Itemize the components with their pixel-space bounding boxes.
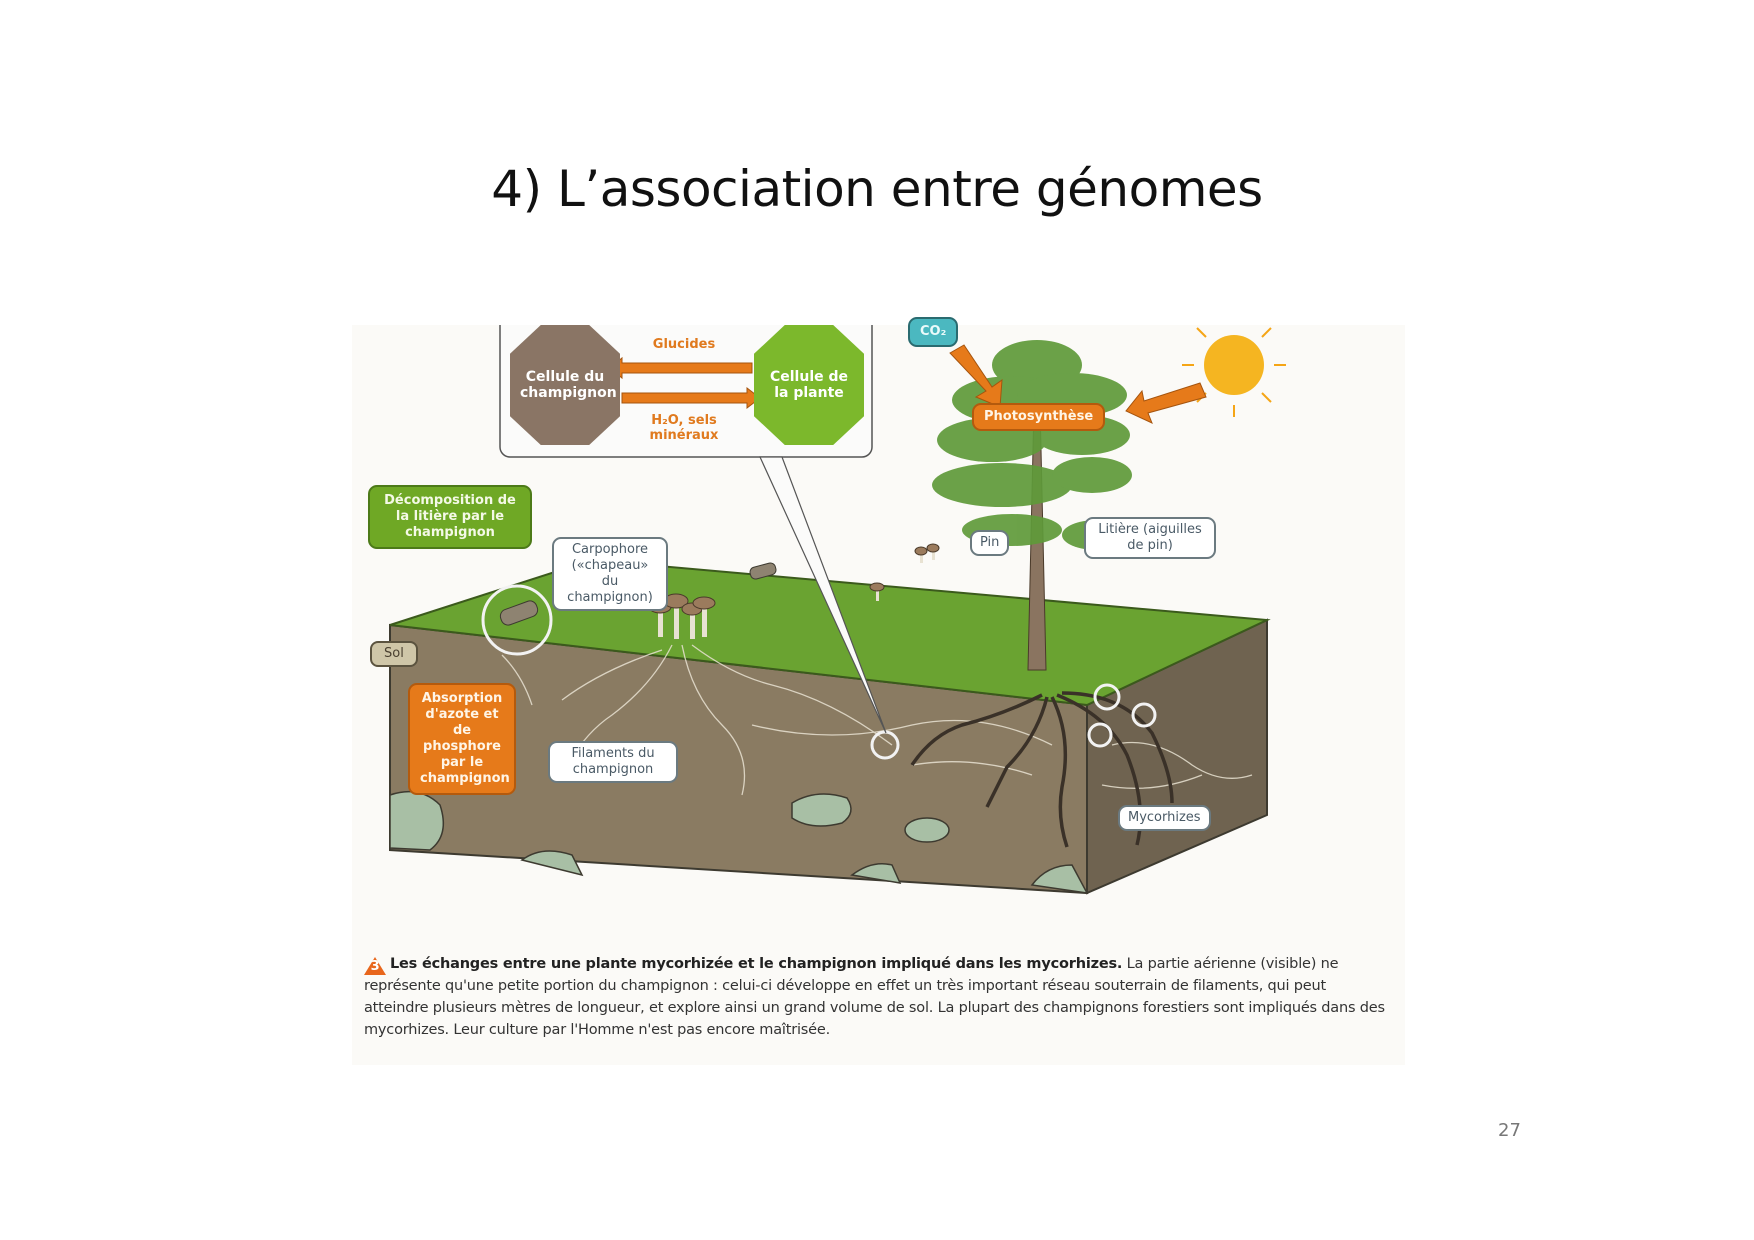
arrow-water <box>621 386 761 410</box>
photosynthesis-label: Photosynthèse <box>972 403 1106 431</box>
carpophore-label: Carpophore («chapeau» du champignon) <box>552 537 668 611</box>
arrow-co2 <box>949 344 1003 408</box>
water-minerals-line1: H₂O, sels <box>651 413 717 428</box>
stone <box>791 793 852 827</box>
water-minerals-line2: minéraux <box>649 428 719 443</box>
fungus-cell-label: Cellule du champignon <box>520 369 617 401</box>
stone <box>389 790 445 851</box>
litiere-label: Litière (aiguilles de pin) <box>1084 517 1216 559</box>
decomposition-label: Décomposition de la litière par le champ… <box>368 485 532 549</box>
plant-cell: Cellule de la plante <box>754 325 864 445</box>
callout-circle-mycorrhiza <box>1087 722 1113 748</box>
stone <box>520 850 584 877</box>
exchange-box-pointer <box>759 456 887 734</box>
sun-icon <box>1182 327 1286 417</box>
stone <box>1030 864 1089 894</box>
caption-text: La partie aérienne (visible) ne représen… <box>364 956 1385 1038</box>
callout-circle-decomposition <box>481 584 553 656</box>
log <box>499 600 539 626</box>
stone <box>850 863 902 884</box>
mushroom-small <box>869 543 940 601</box>
log <box>749 562 777 580</box>
absorption-label: Absorption d'azote et de phosphore par l… <box>408 683 516 795</box>
figure-number-badge: 3 <box>364 957 386 975</box>
callout-circle-mycorrhiza <box>1131 702 1157 728</box>
page-number: 27 <box>1498 1120 1521 1141</box>
fungal-filaments <box>501 644 1253 796</box>
mycorrhiza-figure: Cellule du champignon Cellule de la plan… <box>352 317 1405 1065</box>
glucides-label: Glucides <box>652 337 716 352</box>
water-minerals-label: H₂O, sels minéraux <box>634 413 734 443</box>
co2-label: CO₂ <box>908 317 959 347</box>
mycorhizes-label: Mycorhizes <box>1118 805 1211 831</box>
filaments-label: Filaments du champignon <box>548 741 678 783</box>
arrow-sun <box>1125 382 1207 424</box>
callout-circle-mycorrhiza <box>1093 683 1121 711</box>
stone <box>904 817 950 843</box>
caption-title: Les échanges entre une plante mycorhizée… <box>390 956 1123 972</box>
sol-label: Sol <box>370 641 418 667</box>
diagram-illustration <box>389 325 1286 895</box>
pin-label: Pin <box>970 530 1010 556</box>
plant-cell-label: Cellule de la plante <box>769 369 849 401</box>
slide-title: 4) L’association entre génomes <box>491 160 1263 218</box>
fungus-cell: Cellule du champignon <box>510 325 620 445</box>
